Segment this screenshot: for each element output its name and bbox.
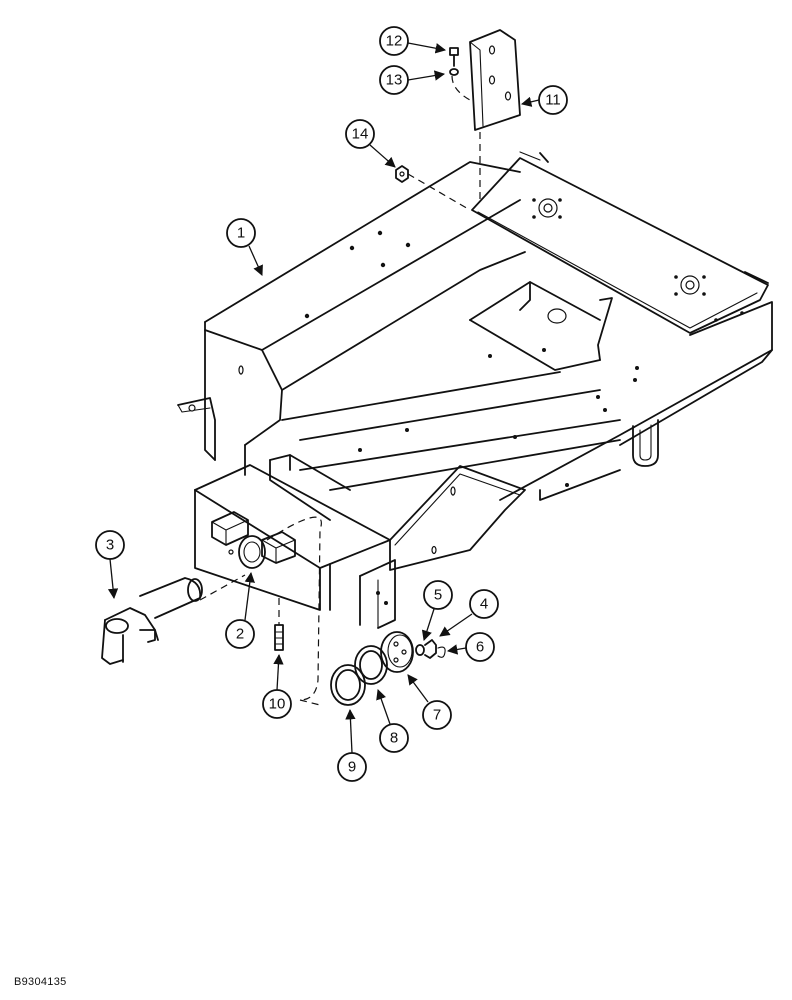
callout-8: 8 <box>376 689 409 753</box>
assembly-lines <box>199 75 481 706</box>
bolt-and-washer <box>449 47 459 76</box>
seal-rings <box>330 645 388 706</box>
callout-9-label: 9 <box>348 759 356 776</box>
callout-11: 11 <box>520 85 568 115</box>
callout-12-label: 12 <box>386 33 403 50</box>
callout-2: 2 <box>225 571 255 649</box>
end-cap <box>380 631 414 673</box>
callout-6: 6 <box>446 632 495 662</box>
callout-2-label: 2 <box>236 626 244 643</box>
callout-1: 1 <box>226 218 263 276</box>
callout-10: 10 <box>262 653 292 719</box>
main-frame <box>177 151 773 629</box>
callout-14: 14 <box>345 119 396 168</box>
callout-11-label: 11 <box>545 92 561 109</box>
callout-13-label: 13 <box>386 72 403 89</box>
callout-14-label: 14 <box>352 126 369 143</box>
callout-4-label: 4 <box>480 596 488 613</box>
callout-9: 9 <box>337 708 367 782</box>
nut <box>395 165 409 183</box>
pivot-pin <box>101 577 203 665</box>
callout-3: 3 <box>95 530 125 600</box>
callout-10-label: 10 <box>269 696 286 713</box>
callout-1-label: 1 <box>237 225 245 242</box>
callouts: 1 2 3 4 5 6 <box>95 26 568 782</box>
callout-7: 7 <box>407 674 452 730</box>
figure-code: B9304135 <box>14 976 67 988</box>
callout-6-label: 6 <box>476 639 484 656</box>
grease-fitting <box>274 624 284 651</box>
callout-4: 4 <box>439 589 499 637</box>
nut-washer-pin <box>415 639 446 659</box>
callout-5-label: 5 <box>434 587 442 604</box>
callout-5: 5 <box>421 580 453 641</box>
callout-12: 12 <box>379 26 447 56</box>
callout-7-label: 7 <box>433 707 441 724</box>
callout-13: 13 <box>379 65 446 95</box>
mounting-bracket <box>469 29 521 131</box>
callout-8-label: 8 <box>390 730 398 747</box>
callout-3-label: 3 <box>106 537 114 554</box>
